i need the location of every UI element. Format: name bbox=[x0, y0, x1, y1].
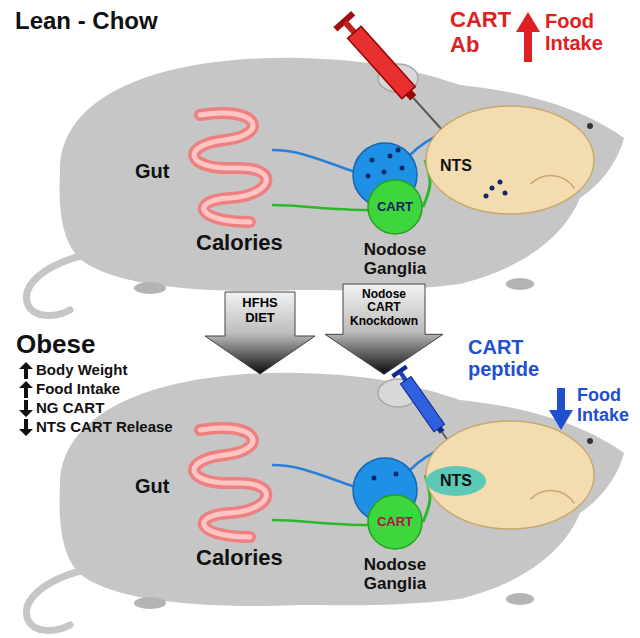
ganglion-circle: CART bbox=[367, 179, 423, 235]
effect-label: Food Intake bbox=[545, 10, 625, 55]
transition-arrow: Nodose CART Knockdown bbox=[325, 284, 443, 374]
node-text: Nodose CART Knockdown bbox=[347, 288, 421, 328]
decrease-arrow bbox=[549, 388, 573, 430]
effect-item-box: NG CART bbox=[36, 400, 104, 417]
effect-item: Body Weight bbox=[36, 362, 127, 379]
node-text: CART bbox=[377, 515, 413, 530]
organ-label: Calories bbox=[196, 231, 283, 256]
cerebellum-line bbox=[530, 491, 574, 504]
organ-label-box: Gut bbox=[135, 475, 169, 497]
brain-nts: NTS bbox=[425, 105, 595, 215]
treatment-label-box: CART peptide bbox=[468, 336, 558, 381]
list-arrows bbox=[19, 362, 33, 436]
transition-arrow: HFHS DIET bbox=[205, 292, 315, 374]
treatment-label-box: CART Ab bbox=[450, 8, 522, 57]
organ-label-box: Calories bbox=[196, 546, 283, 571]
node-text: CART bbox=[377, 200, 413, 215]
organ-label: Nodose Ganglia bbox=[350, 240, 440, 278]
panel-heading: Obese bbox=[16, 330, 96, 359]
organ-label-box: Gut bbox=[135, 160, 169, 182]
increase-arrow bbox=[516, 12, 540, 62]
node-text: NTS bbox=[440, 157, 472, 175]
cart-dot bbox=[498, 180, 503, 185]
treatment-label: CART peptide bbox=[468, 336, 558, 381]
effect-label-box: Food Intake bbox=[577, 385, 637, 425]
arrow-shape bbox=[325, 284, 443, 374]
brain-nts: NTS bbox=[425, 420, 595, 530]
organ-label: Calories bbox=[196, 546, 283, 571]
effect-label: Food Intake bbox=[577, 385, 637, 425]
effect-item: Food Intake bbox=[36, 381, 120, 398]
cerebellum-line bbox=[530, 176, 574, 189]
ganglion-shape bbox=[368, 180, 422, 234]
organ-label-box: Nodose Ganglia bbox=[350, 555, 440, 593]
cart-dot bbox=[484, 194, 489, 199]
organ-label: Nodose Ganglia bbox=[350, 555, 440, 593]
ganglion-shape bbox=[368, 495, 422, 549]
cart-dot bbox=[503, 191, 508, 196]
cart-dot bbox=[490, 186, 495, 191]
node-text: NTS bbox=[440, 472, 472, 490]
organ-label: Gut bbox=[135, 475, 169, 497]
syringe-red bbox=[333, 11, 454, 142]
effect-item-box: Food Intake bbox=[36, 381, 120, 398]
brain-shape bbox=[426, 106, 594, 214]
panel-heading-box: Lean - Chow bbox=[15, 8, 158, 35]
node-text: HFHS DIET bbox=[229, 296, 291, 325]
organ-label: Gut bbox=[135, 160, 169, 182]
effect-label-box: Food Intake bbox=[545, 10, 625, 55]
organ-label-box: Nodose Ganglia bbox=[350, 240, 440, 278]
effect-item: NTS CART Release bbox=[36, 419, 173, 436]
nts-region bbox=[426, 466, 486, 496]
effect-item-box: Body Weight bbox=[36, 362, 127, 379]
ganglion-circle: CART bbox=[367, 494, 423, 550]
brain-shape bbox=[426, 421, 594, 529]
effect-item: NG CART bbox=[36, 400, 104, 417]
arrow-shape bbox=[205, 292, 315, 374]
effect-item-box: NTS CART Release bbox=[36, 419, 173, 436]
panel-heading: Lean - Chow bbox=[15, 8, 158, 35]
organ-label-box: Calories bbox=[196, 231, 283, 256]
treatment-label: CART Ab bbox=[450, 8, 522, 57]
panel-heading-box: Obese bbox=[16, 330, 96, 359]
rat-lean bbox=[27, 58, 624, 316]
rat-obese bbox=[27, 373, 624, 631]
